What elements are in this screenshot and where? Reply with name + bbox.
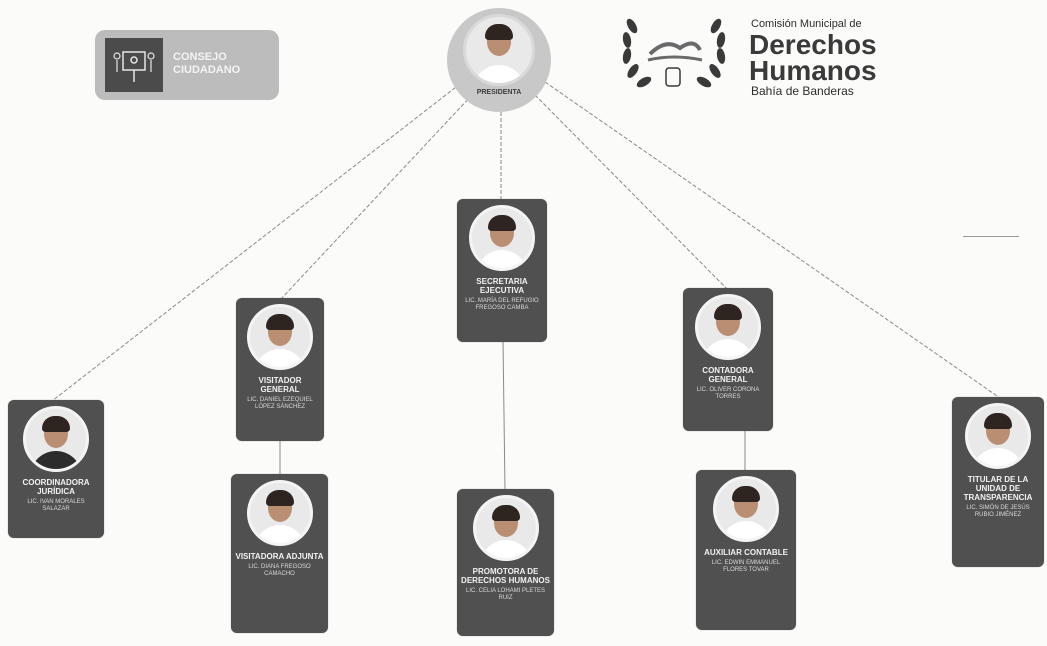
position-name: LIC. IVAN MORALES SALAZAR — [27, 499, 85, 512]
position-name: LIC. MARÍA DEL REFUGIO FREGOSO CAMBA — [465, 298, 539, 311]
logo-text-line4: Bahía de Banderas — [751, 84, 854, 98]
avatar — [472, 495, 539, 561]
connector-president-coordinadora — [51, 79, 466, 402]
position-role: PROMOTORA DE DERECHOS HUMANOS — [461, 567, 550, 585]
position-role: CONTADORA GENERAL — [702, 366, 754, 384]
position-role: VISITADOR GENERAL — [258, 376, 302, 394]
council-label-line1: CONSEJO — [173, 51, 227, 63]
logo-text-line3: Humanos — [749, 55, 877, 86]
president-role: PRESIDENTA — [476, 89, 522, 96]
avatar — [713, 476, 779, 542]
position-role: TITULAR DE LA UNIDAD DE TRANSPARENCIA — [963, 475, 1033, 502]
divider-mark — [963, 236, 1019, 237]
connector-president-visitador — [279, 94, 473, 301]
logo-text-line1: Comisión Municipal de — [751, 18, 862, 30]
position-role: AUXILIAR CONTABLE — [704, 548, 788, 557]
position-name: LIC. DIANA FREGOSO CAMACHO — [248, 564, 311, 577]
position-name: LIC. OLIVER CORONA TORRES — [696, 387, 760, 400]
cmdh-logo: Comisión Municipal de Derechos Humanos B… — [616, 10, 906, 98]
auxiliar-contable-node: AUXILIAR CONTABLE LIC. EDWIN EMMANUEL FL… — [696, 470, 796, 630]
avatar — [23, 406, 89, 472]
position-name: LIC. SIMÓN DE JESÚS RUBIO JIMÉNEZ — [966, 505, 1030, 518]
position-name: LIC. CELIA LOHAMI PLETES RUIZ — [465, 588, 546, 601]
titular-transparencia-node: TITULAR DE LA UNIDAD DE TRANSPARENCIA LI… — [952, 397, 1044, 567]
council-label: CONSEJO CIUDADANO — [173, 51, 240, 77]
connector-president-contadora — [534, 94, 729, 291]
avatar — [965, 403, 1031, 469]
avatar — [247, 304, 313, 370]
visitadora-adjunta-node: VISITADORA ADJUNTA LIC. DIANA FREGOSO CA… — [231, 474, 328, 633]
position-name: LIC. EDWIN EMMANUEL FLORES TOVAR — [711, 560, 781, 573]
avatar — [463, 14, 535, 86]
laurel-emblem-icon — [622, 18, 726, 88]
position-role: VISITADORA ADJUNTA — [235, 552, 324, 561]
coordinadora-node: COORDINADORA JURÍDICA LIC. IVAN MORALES … — [8, 400, 104, 538]
consejo-ciudadano-box: CONSEJO CIUDADANO — [95, 30, 279, 100]
avatar — [695, 294, 761, 360]
council-label-line2: CIUDADANO — [173, 64, 241, 76]
connector-president-titular — [544, 81, 1001, 399]
position-role: COORDINADORA JURÍDICA — [22, 478, 90, 496]
position-role: SECRETARIA EJECUTIVA — [476, 277, 528, 295]
position-name: LIC. DANIEL EZEQUIEL LÓPEZ SÁNCHEZ — [247, 397, 313, 410]
contadora-node: CONTADORA GENERAL LIC. OLIVER CORONA TOR… — [683, 288, 773, 431]
secretaria-node: SECRETARIA EJECUTIVA LIC. MARÍA DEL REFU… — [457, 199, 547, 342]
avatar — [246, 480, 313, 546]
connector-secretaria-promotora — [502, 339, 506, 491]
president-node: PRESIDENTA — [447, 8, 551, 112]
avatar — [469, 205, 535, 271]
council-icon — [105, 38, 163, 92]
logo-text-line2: Derechos — [749, 29, 877, 60]
promotora-node: PROMOTORA DE DERECHOS HUMANOS LIC. CELIA… — [457, 489, 554, 636]
visitador-node: VISITADOR GENERAL LIC. DANIEL EZEQUIEL L… — [236, 298, 324, 441]
